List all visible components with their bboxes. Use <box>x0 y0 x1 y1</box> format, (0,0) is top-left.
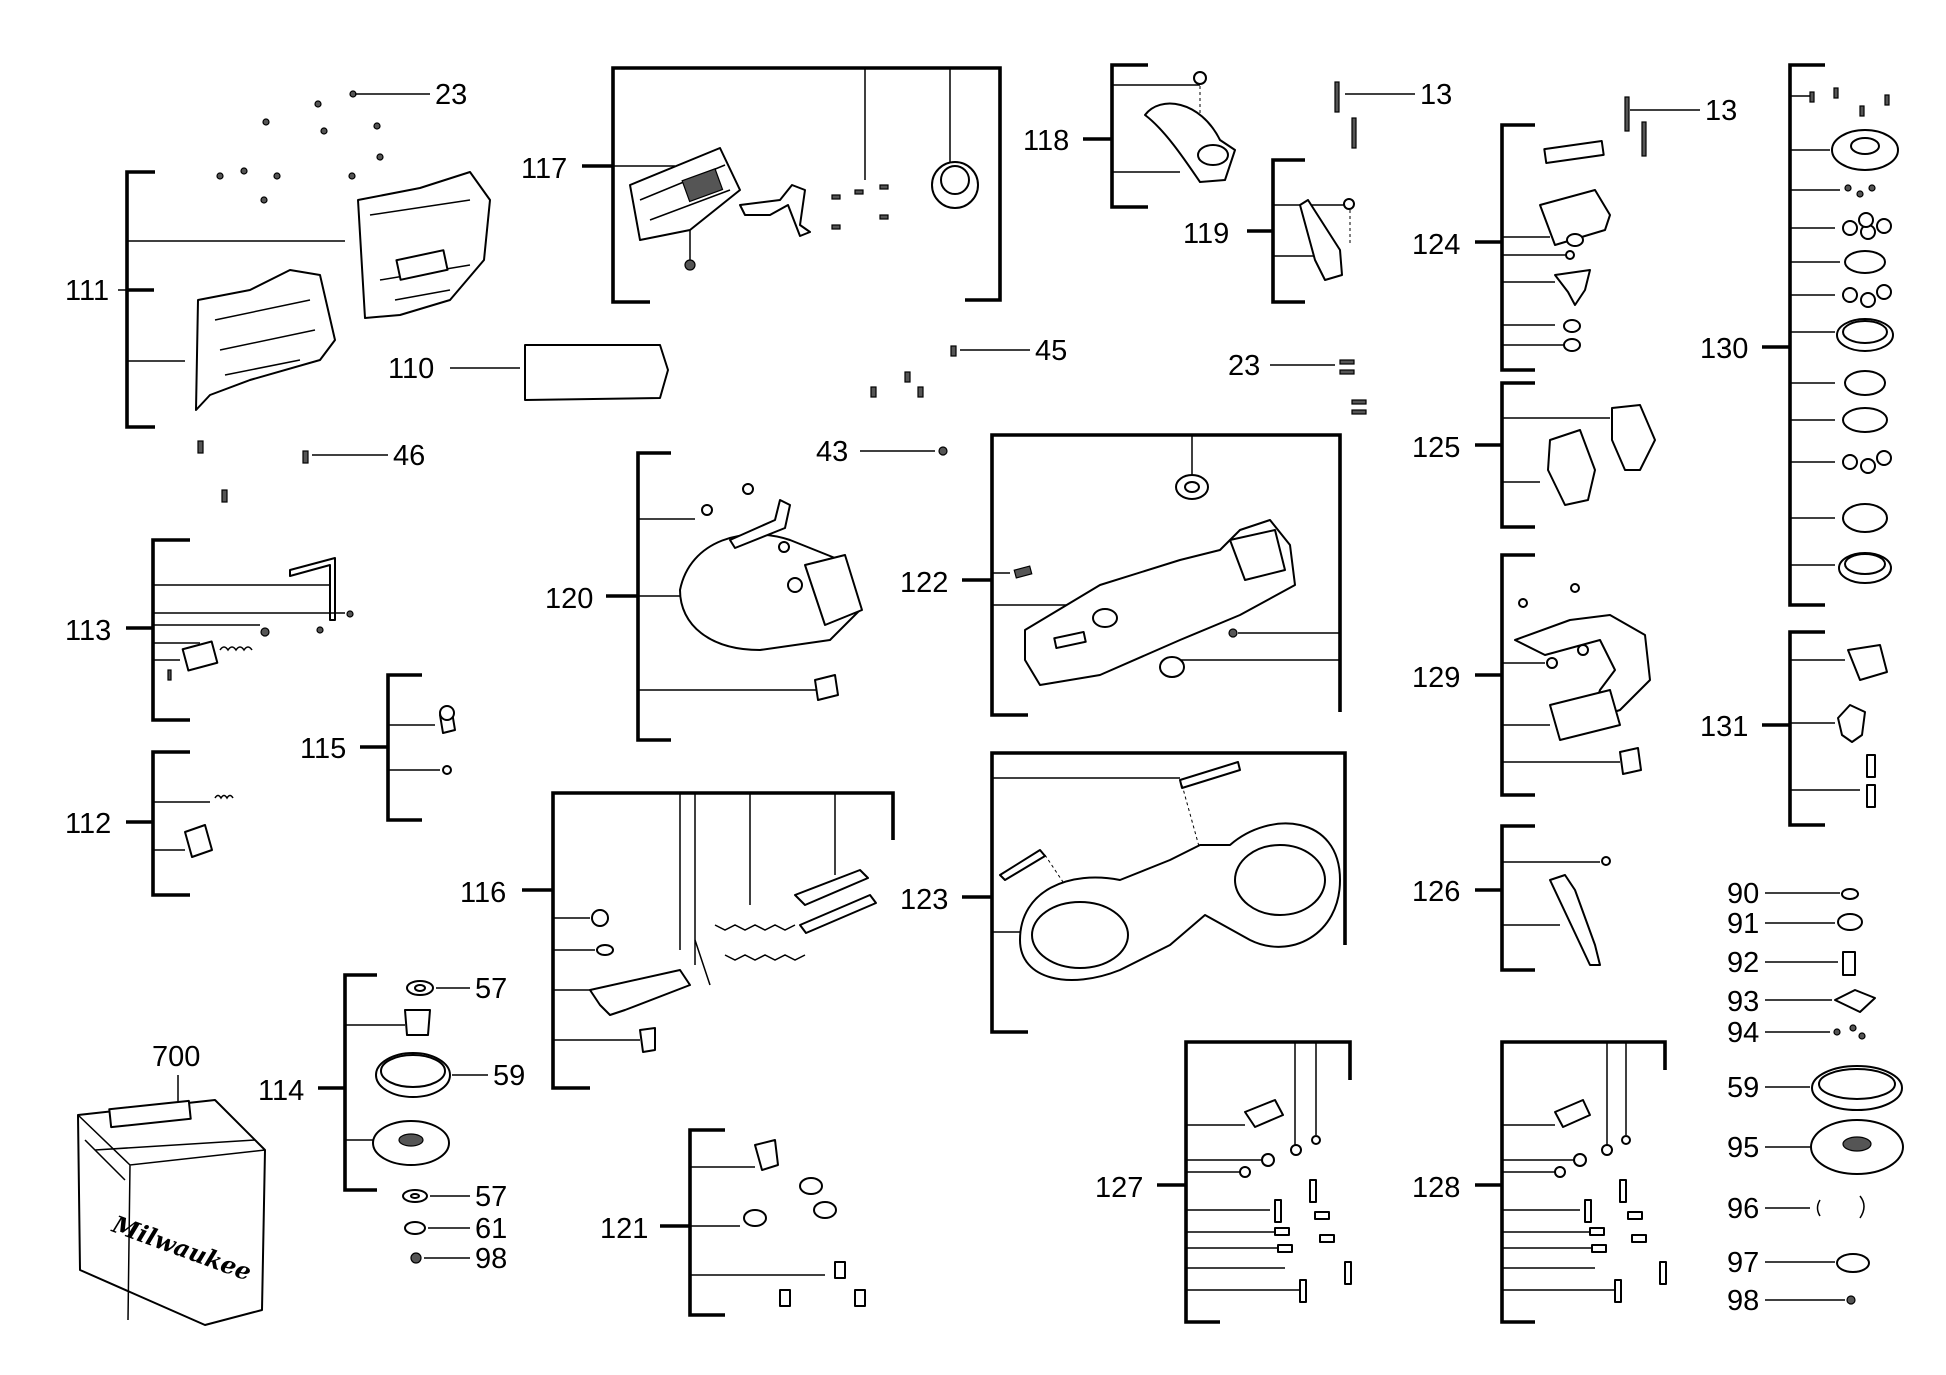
callout-123: 123 <box>900 884 948 916</box>
callout-131: 131 <box>1700 711 1748 743</box>
callout-130: 130 <box>1700 333 1748 365</box>
callout-127: 127 <box>1095 1172 1143 1204</box>
parts-45-43-screws: 45 43 <box>816 335 1067 468</box>
callout-110: 110 <box>388 353 434 385</box>
group-113: 113 <box>65 538 354 722</box>
callout-61: 61 <box>475 1213 507 1245</box>
callout-97: 97 <box>1727 1247 1759 1279</box>
screw-dots <box>216 90 384 204</box>
part-13-screws-b: 13 <box>1624 95 1737 157</box>
group-122-frame: 122 <box>900 433 1342 717</box>
group-111-housing: 111 23 <box>65 79 491 429</box>
callout-116: 116 <box>460 877 506 909</box>
callout-112: 112 <box>65 808 111 840</box>
callout-119: 119 <box>1183 218 1229 250</box>
group-120-guard: 120 <box>545 451 863 742</box>
callout-13-b: 13 <box>1705 95 1737 127</box>
group-121: 121 <box>600 1128 866 1317</box>
callout-57-top: 57 <box>475 973 507 1005</box>
housing-half-right <box>357 171 491 319</box>
group-117-electronics: 117 <box>521 66 1002 304</box>
callout-121: 121 <box>600 1213 648 1245</box>
callout-700: 700 <box>152 1041 200 1073</box>
group-114: 114 57 59 57 61 98 <box>258 973 525 1275</box>
part-110-label: 110 <box>388 344 669 401</box>
callout-113: 113 <box>65 615 111 647</box>
callout-57-bottom: 57 <box>475 1181 507 1213</box>
callout-125: 125 <box>1412 432 1460 464</box>
part-46-screws: 46 <box>197 440 425 503</box>
callout-126: 126 <box>1412 876 1460 908</box>
group-115: 115 <box>300 673 456 822</box>
callout-96: 96 <box>1727 1193 1759 1225</box>
callout-91: 91 <box>1727 908 1759 940</box>
part-700-carry-case: 700 Milwaukee <box>77 1041 266 1326</box>
group-124: 124 <box>1412 123 1611 372</box>
callout-46: 46 <box>393 440 425 472</box>
callout-117: 117 <box>521 153 567 185</box>
callout-43: 43 <box>816 436 848 468</box>
callout-93: 93 <box>1727 986 1759 1018</box>
callout-95: 95 <box>1727 1132 1759 1164</box>
group-119: 119 <box>1183 158 1355 304</box>
callout-59-left: 59 <box>493 1060 525 1092</box>
group-128: 128 <box>1412 1040 1667 1324</box>
group-118: 118 <box>1023 63 1236 209</box>
callout-90: 90 <box>1727 878 1759 910</box>
group-126: 126 <box>1412 824 1611 972</box>
callout-59-right: 59 <box>1727 1072 1759 1104</box>
callout-98-left: 98 <box>475 1243 507 1275</box>
callout-23-mid: 23 <box>1228 350 1260 382</box>
loose-parts-90-98: 90 91 92 93 94 59 95 96 97 98 <box>1727 878 1904 1317</box>
callout-115: 115 <box>300 733 346 765</box>
callout-92: 92 <box>1727 947 1759 979</box>
part-23-screws-b: 23 <box>1228 350 1367 415</box>
group-129: 129 <box>1412 553 1651 797</box>
group-131: 131 <box>1700 630 1888 827</box>
callout-122: 122 <box>900 567 948 599</box>
callout-118: 118 <box>1023 125 1069 157</box>
group-123-rear-frame: 123 <box>900 751 1347 1034</box>
callout-94: 94 <box>1727 1017 1759 1049</box>
group-125: 125 <box>1412 381 1656 529</box>
callout-128: 128 <box>1412 1172 1460 1204</box>
group-130-gearbox: 130 <box>1700 63 1899 607</box>
callout-114: 114 <box>258 1075 304 1107</box>
group-116: 116 <box>460 791 895 1090</box>
callout-23-top: 23 <box>435 79 467 111</box>
part-13-screws-a: 13 <box>1334 79 1452 149</box>
group-112: 112 <box>65 750 234 897</box>
callout-45: 45 <box>1035 335 1067 367</box>
callout-13-a: 13 <box>1420 79 1452 111</box>
callout-98-right: 98 <box>1727 1285 1759 1317</box>
callout-111: 111 <box>65 275 109 307</box>
callout-129: 129 <box>1412 662 1460 694</box>
callout-124: 124 <box>1412 229 1460 261</box>
callout-120: 120 <box>545 583 593 615</box>
group-127: 127 <box>1095 1040 1352 1324</box>
